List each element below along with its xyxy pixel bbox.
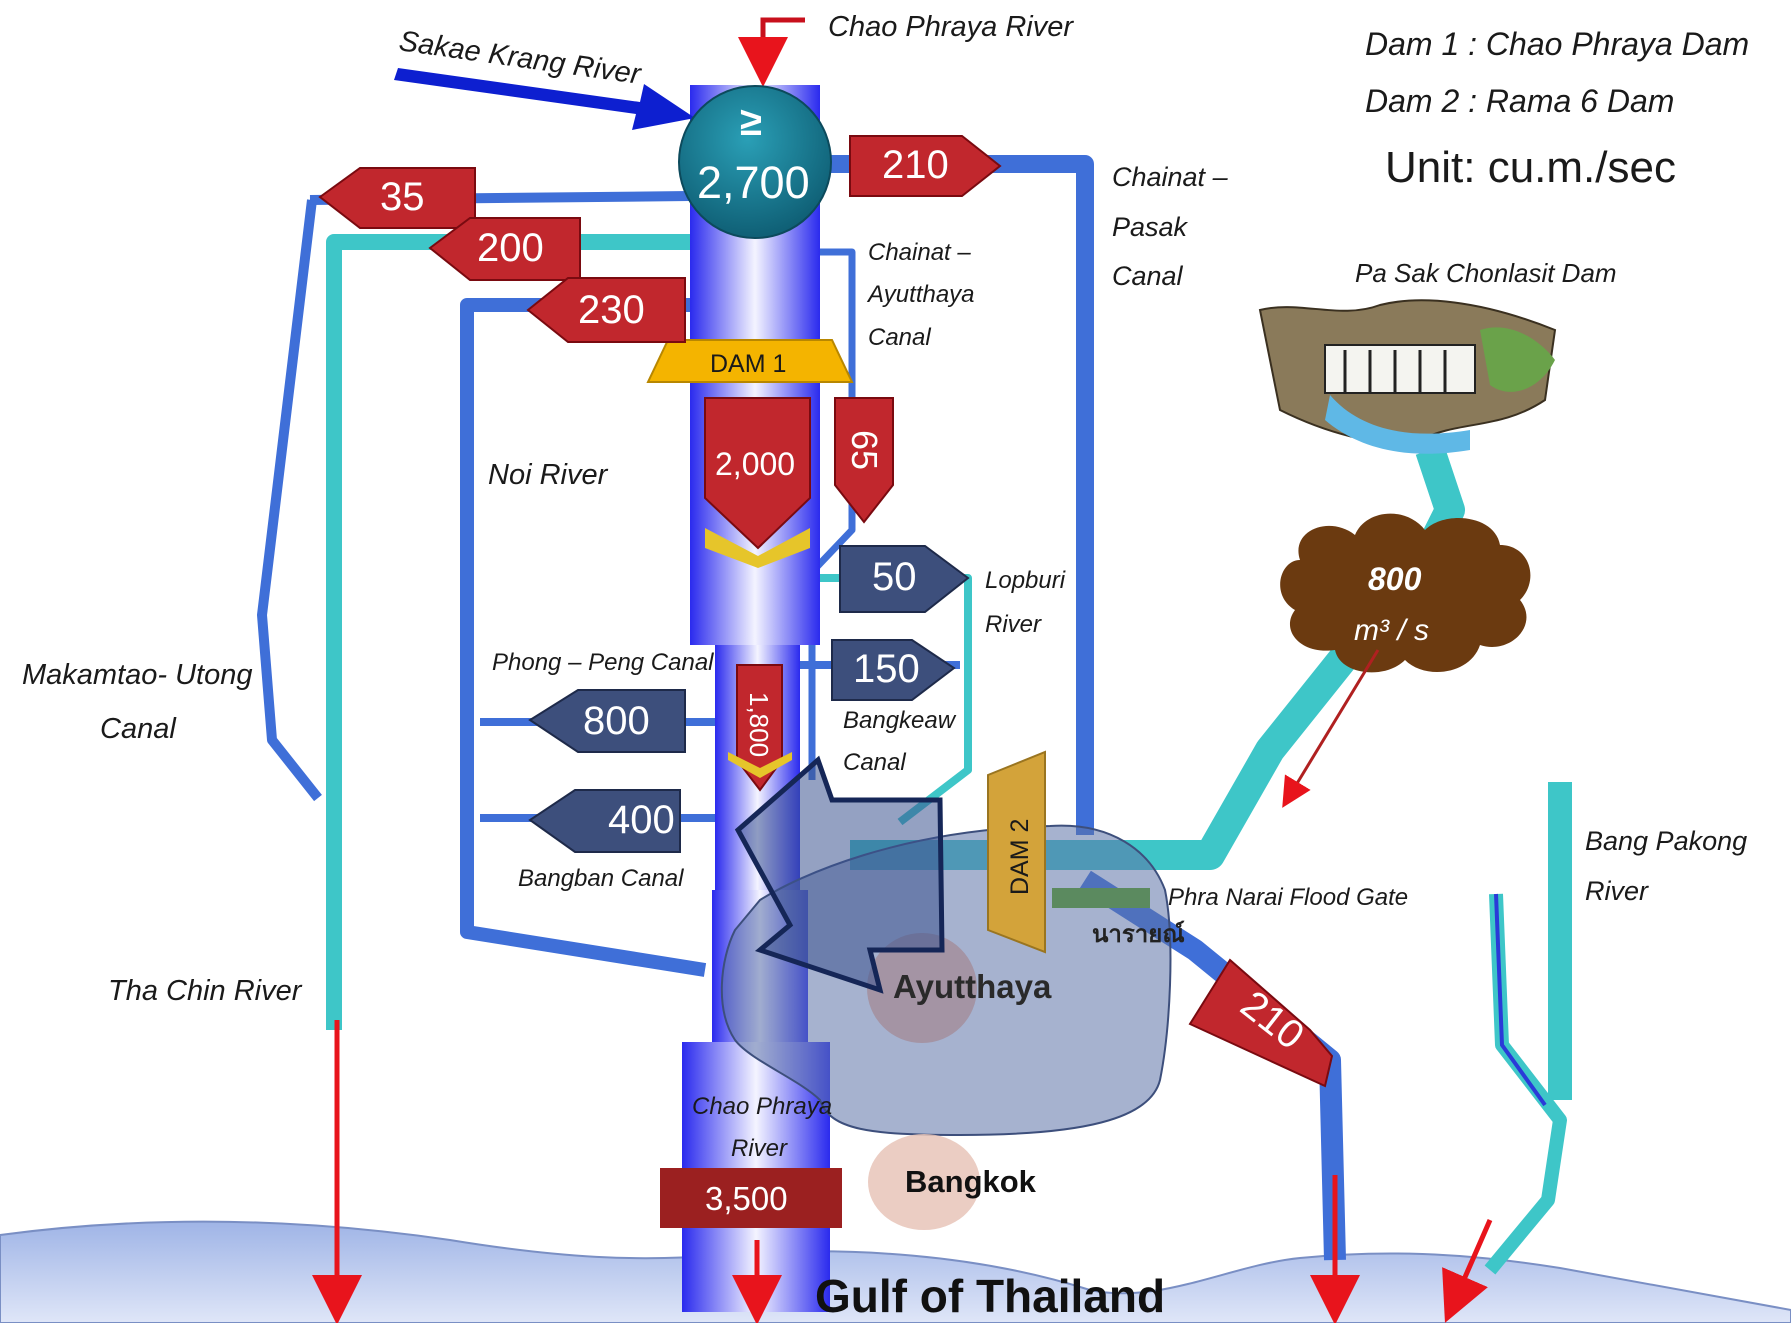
legend-unit: Unit: cu.m./sec — [1385, 143, 1676, 192]
bangkok-marker — [868, 1134, 980, 1230]
red-flow-arrows — [318, 135, 1334, 1088]
label-bangban: Bangban Canal — [518, 865, 684, 892]
value-inflow-geq: ≥ — [740, 100, 762, 144]
arrow-chainat-ayutthaya — [834, 397, 894, 524]
label-phra-narai: Phra Narai Flood Gate — [1168, 884, 1408, 911]
label-pasak-dam: Pa Sak Chonlasit Dam — [1355, 258, 1617, 288]
ayutthaya-marker — [867, 933, 977, 1043]
label-makamtao-2: Canal — [100, 713, 177, 745]
value-noi: 230 — [578, 288, 645, 332]
arrow-bangban — [528, 789, 681, 853]
dam2-shape — [987, 750, 1046, 954]
value-bangban: 400 — [608, 798, 675, 842]
outflow-bottom-box — [660, 1168, 842, 1228]
pasak-cloud — [1280, 513, 1531, 673]
label-makamtao-1: Makamtao- Utong — [22, 659, 253, 691]
flood-direction-arrow — [734, 755, 945, 994]
value-mid-chao-phraya: 1,800 — [744, 692, 774, 757]
legend-dam2: Dam 2 : Rama 6 Dam — [1365, 83, 1674, 119]
value-bangkeaw: 150 — [853, 647, 920, 691]
label-bangkok: Bangkok — [905, 1164, 1037, 1199]
makamtao-canal-line — [257, 199, 322, 802]
label-thai-text: นารายณ์ — [1092, 920, 1185, 948]
value-chainat-ayutthaya: 65 — [844, 430, 885, 470]
label-dam2: DAM 2 — [1006, 819, 1034, 895]
label-chao-phraya-top: Chao Phraya River — [828, 11, 1074, 43]
value-pasak-cloud: 800 — [1368, 561, 1422, 597]
label-chainat-ayutthaya-2: Ayutthaya — [866, 281, 975, 308]
sea-inflow-arrows — [312, 1020, 1493, 1323]
phra-narai-gate — [1052, 888, 1150, 908]
value-lopburi: 50 — [872, 555, 917, 599]
label-bang-pakong-1: Bang Pakong — [1585, 826, 1747, 856]
label-lopburi-2: River — [985, 611, 1042, 638]
arrow-pasak-canal — [849, 135, 1002, 197]
label-bangkeaw-2: Canal — [843, 749, 906, 776]
value-outflow-bottom: 3,500 — [705, 1180, 788, 1217]
label-lopburi-1: Lopburi — [985, 567, 1066, 594]
label-tha-chin: Tha Chin River — [108, 975, 303, 1007]
label-chainat-pasak-3: Canal — [1112, 261, 1184, 291]
bang-pakong-thin — [1494, 893, 1547, 1107]
label-noi-river: Noi River — [488, 459, 609, 491]
inflow-circle — [678, 85, 832, 239]
value-phong-peng: 800 — [583, 699, 650, 743]
value-pasak-canal: 210 — [882, 143, 949, 187]
label-chainat-pasak-2: Pasak — [1112, 212, 1189, 242]
navy-flow-arrows — [528, 545, 970, 853]
label-gulf: Gulf of Thailand — [815, 1270, 1165, 1322]
arrow-east-outflow — [1188, 958, 1334, 1088]
tha-chin-line — [326, 234, 690, 1030]
arrow-below-dam1 — [704, 397, 811, 550]
arrow-tha-chin — [428, 217, 581, 281]
label-chao-phraya-bottom-2: River — [731, 1135, 788, 1162]
value-below-dam1: 2,000 — [715, 446, 795, 482]
arrow-phong-peng — [528, 689, 686, 753]
arrow-mid-chao-phraya — [736, 664, 783, 792]
sakae-krang-arrow — [394, 68, 695, 130]
cloud-arrow — [1282, 649, 1380, 808]
label-bangkeaw-1: Bangkeaw — [843, 707, 957, 734]
value-tha-chin: 200 — [477, 226, 544, 270]
arrow-bangkeaw — [831, 639, 956, 701]
label-phong-peng: Phong – Peng Canal — [492, 649, 714, 676]
label-chainat-ayutthaya-1: Chainat – — [868, 239, 971, 266]
dam1-shape — [646, 339, 854, 383]
chevron-mid — [728, 752, 792, 778]
pasak-dam-illustration — [1258, 299, 1557, 454]
legend-dam1: Dam 1 : Chao Phraya Dam — [1365, 26, 1749, 62]
arrow-noi — [526, 277, 686, 343]
legend: Dam 1 : Chao Phraya Dam Dam 2 : Rama 6 D… — [1365, 26, 1749, 192]
label-dam1: DAM 1 — [710, 350, 786, 378]
value-pasak-cloud-unit: m³ / s — [1354, 614, 1429, 647]
value-makamtao: 35 — [380, 175, 425, 219]
label-chainat-pasak-1: Chainat – — [1112, 162, 1229, 192]
label-bang-pakong-2: River — [1585, 876, 1649, 906]
chevron-below-dam1 — [705, 528, 810, 568]
label-ayutthaya: Ayutthaya — [893, 968, 1052, 1005]
label-chao-phraya-bottom-1: Chao Phraya — [692, 1093, 832, 1120]
label-chainat-ayutthaya-3: Canal — [868, 324, 931, 351]
arrow-lopburi — [839, 545, 970, 613]
top-inflow-arrow — [738, 17, 805, 87]
value-inflow: 2,700 — [697, 157, 810, 208]
